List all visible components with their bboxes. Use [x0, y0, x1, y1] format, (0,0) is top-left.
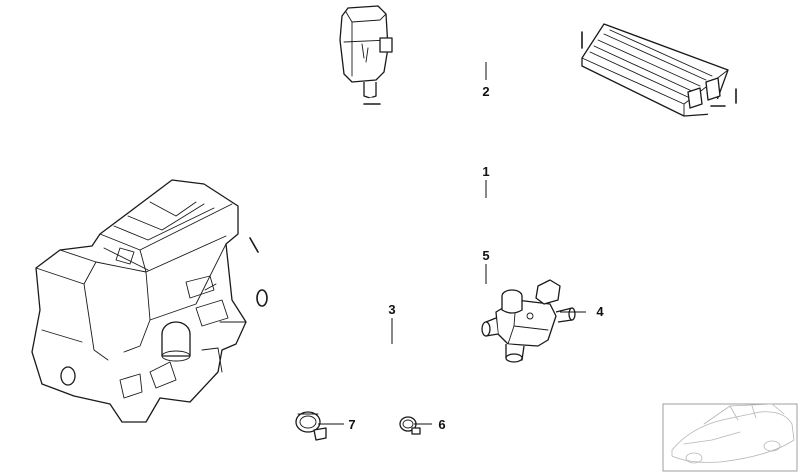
hose-2-shape — [363, 31, 589, 152]
expansion-tank — [339, 5, 393, 99]
hose-1-shape — [247, 99, 726, 268]
heater-core — [581, 23, 729, 117]
part-number-5: 5 — [482, 248, 489, 263]
part-number-4: 4 — [596, 304, 604, 319]
part-number-2: 2 — [482, 84, 489, 99]
part-number-7: 7 — [348, 417, 355, 432]
hose-3-shape — [255, 285, 505, 390]
part-number-3: 3 — [388, 302, 395, 317]
engine-block — [31, 179, 247, 423]
hose-5-shape — [423, 88, 765, 359]
vehicle-thumbnail — [662, 403, 798, 472]
part-number-1: 1 — [482, 164, 489, 179]
hose-clamp-small — [399, 416, 421, 435]
part-number-6: 6 — [438, 417, 445, 432]
hose-clamp-large — [295, 411, 327, 441]
